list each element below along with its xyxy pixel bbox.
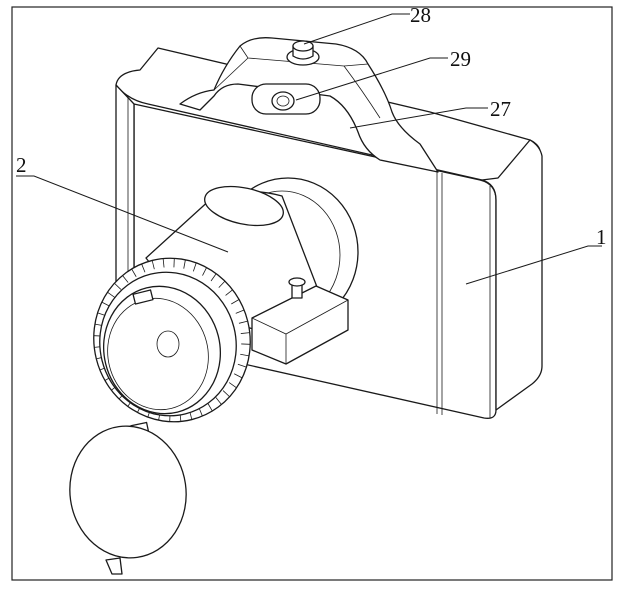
gear-tooth — [233, 373, 243, 379]
gear-tooth — [218, 280, 226, 288]
gear-tooth — [231, 299, 240, 305]
gear-tooth — [122, 275, 129, 283]
gear-tooth — [207, 403, 213, 412]
gear-tooth — [101, 301, 111, 307]
gear-tooth — [183, 259, 186, 269]
gear-tooth — [238, 320, 248, 324]
gear-tooth — [228, 382, 237, 389]
label-27: 27 — [490, 97, 511, 121]
figure-labels: 28 29 27 2 1 — [16, 3, 607, 249]
gear-tooth — [192, 262, 197, 272]
gear-tooth — [141, 263, 146, 273]
label-2: 2 — [16, 153, 27, 177]
gear-tooth — [114, 282, 122, 290]
shutter-button — [286, 40, 320, 66]
label-1: 1 — [596, 225, 607, 249]
figure-border — [11, 6, 613, 581]
label-29: 29 — [450, 47, 471, 71]
gear-tooth — [202, 267, 207, 276]
gear-tooth — [151, 260, 155, 270]
label-28: 28 — [410, 3, 431, 27]
leader-lines — [16, 13, 602, 285]
gear-tooth — [235, 309, 245, 314]
gear-tooth — [225, 289, 233, 296]
gear-tooth — [210, 273, 217, 282]
gear-tooth — [131, 268, 137, 277]
gear-tooth — [215, 397, 222, 405]
gear-tooth — [240, 332, 250, 334]
gear-tooth — [240, 353, 250, 357]
gear-tooth — [107, 291, 116, 298]
gear-tooth — [237, 363, 247, 368]
gear-tooth — [222, 390, 230, 398]
viewfinder-window — [251, 83, 321, 115]
gear-tooth — [162, 258, 165, 268]
lens-cap — [69, 421, 187, 575]
side-block — [251, 277, 349, 365]
focus-ring — [93, 257, 251, 423]
